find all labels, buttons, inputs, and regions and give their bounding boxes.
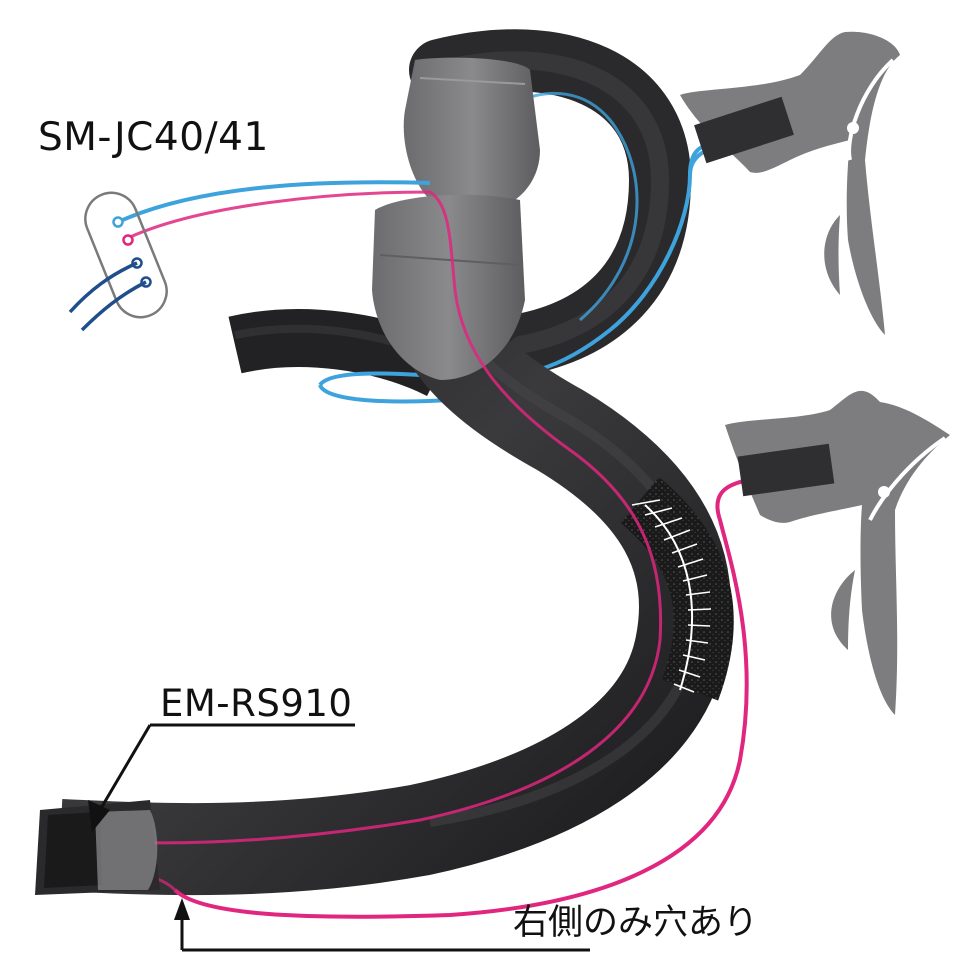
bar-end xyxy=(35,800,160,895)
stitches xyxy=(631,499,712,693)
navy-cable-2 xyxy=(80,280,147,332)
grip-area xyxy=(620,476,734,701)
em-rs910-leader xyxy=(88,723,355,832)
junction-box-label: SM-JC40/41 xyxy=(38,115,269,160)
junction-box xyxy=(68,191,168,332)
blue-cable xyxy=(117,180,431,224)
note-leader xyxy=(174,898,590,952)
em-rs910-label: EM-RS910 xyxy=(160,682,353,725)
em-rs910-plug xyxy=(95,810,158,890)
pink-cable-external xyxy=(173,476,761,919)
stitch-line xyxy=(644,504,694,691)
lower-shifter xyxy=(725,390,950,715)
navy-cable-1 xyxy=(68,261,138,314)
upper-shifter xyxy=(680,31,900,336)
bar-tape-wrap xyxy=(372,57,540,380)
pink-cable xyxy=(119,190,663,845)
right-side-hole-note: 右側のみ穴あり xyxy=(513,903,759,943)
